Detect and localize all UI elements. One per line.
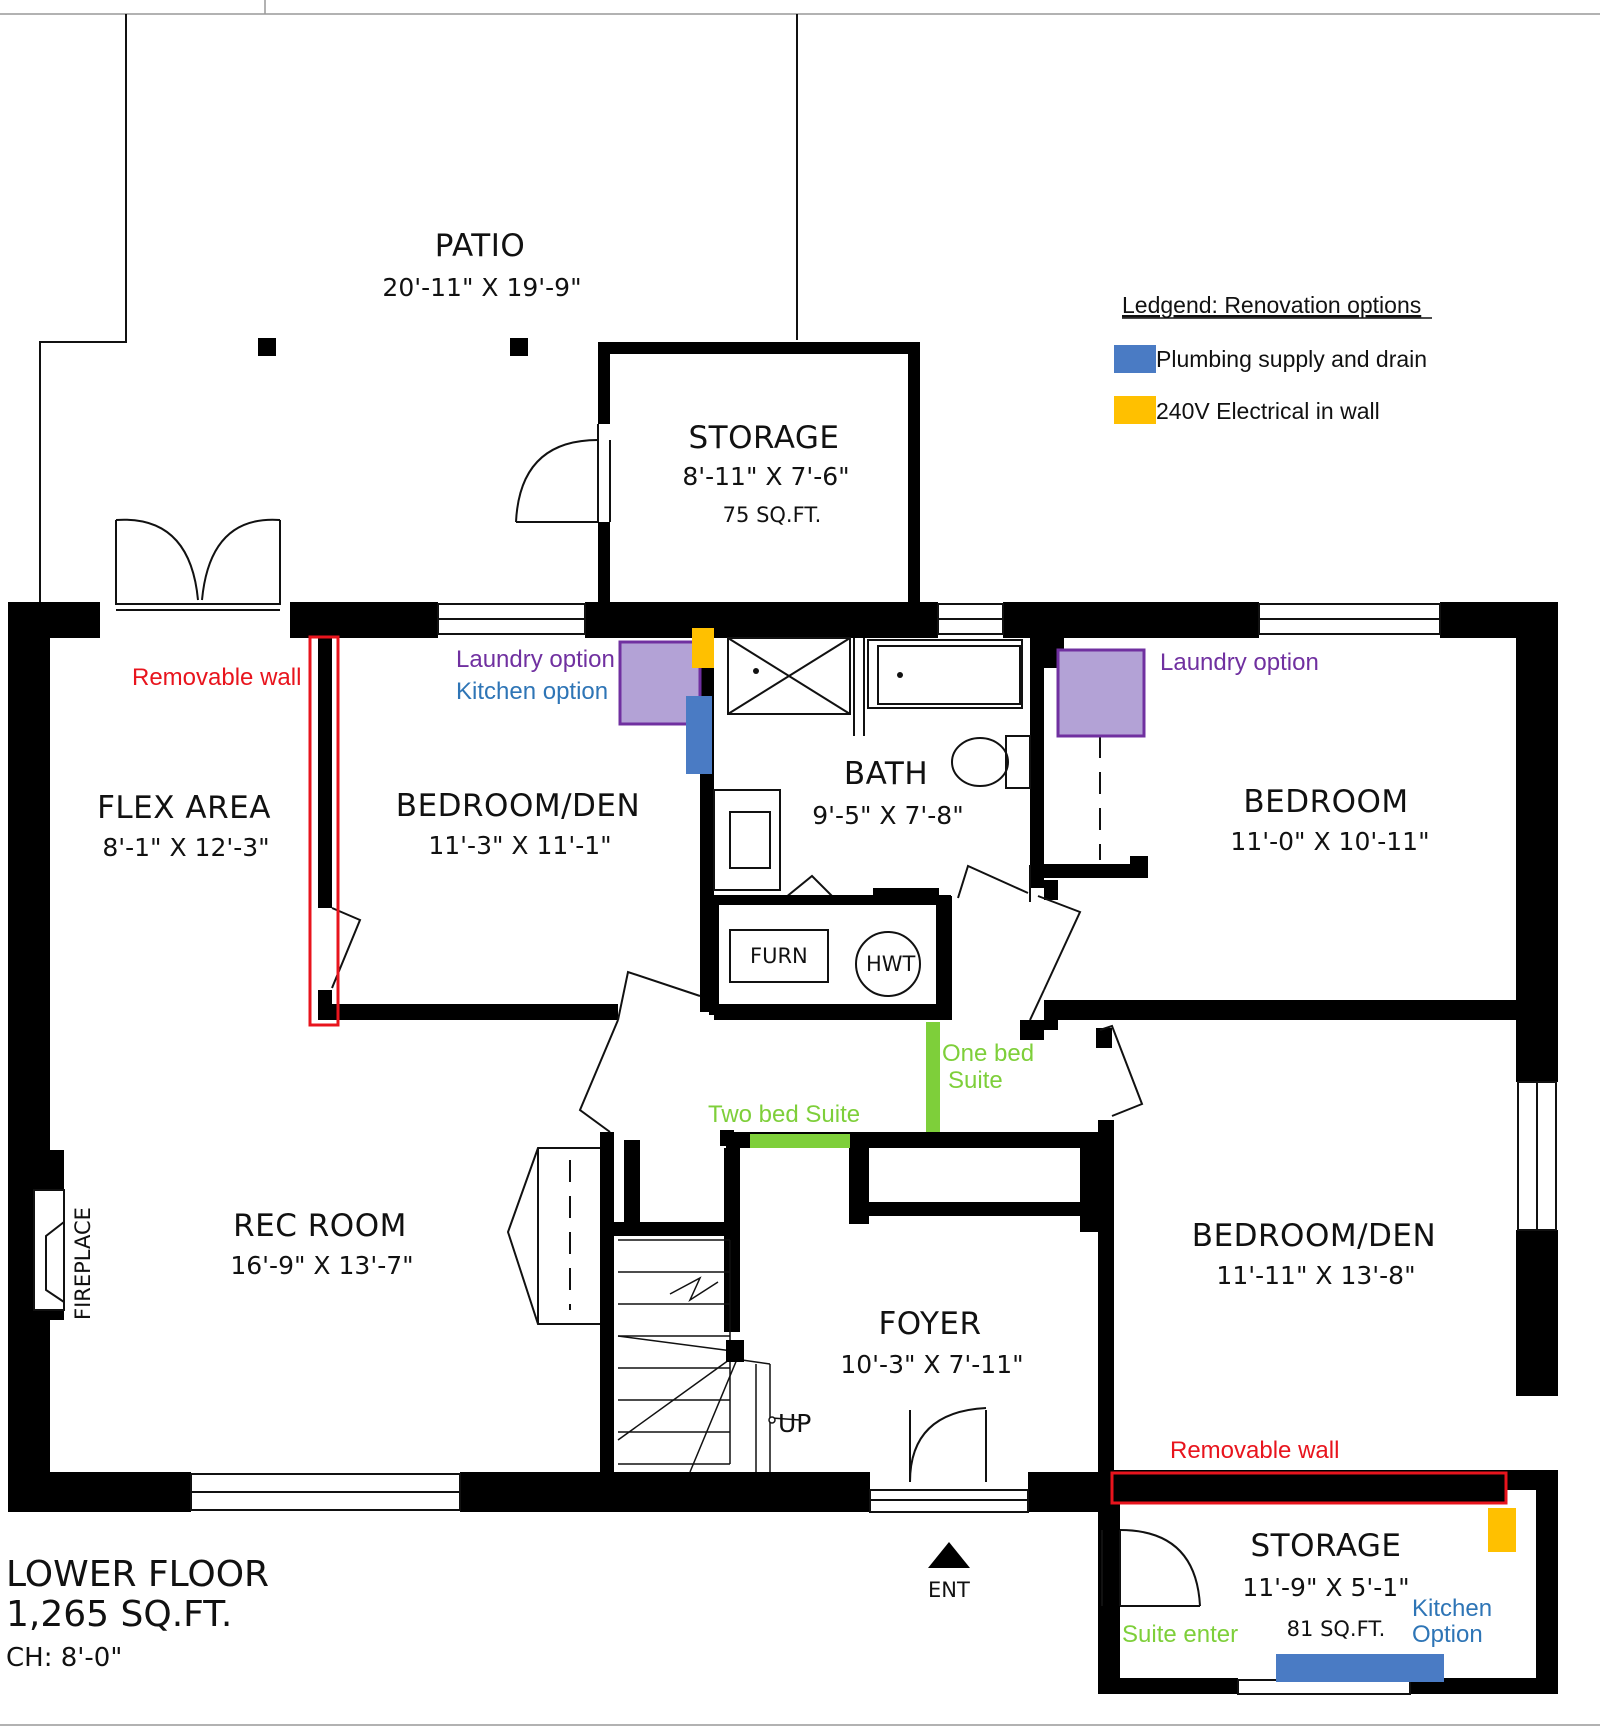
foyer-name: FOYER [878,1306,981,1342]
hwt-circle [855,931,921,997]
mech-room-walls [709,895,951,1015]
patio-outline [39,14,798,602]
fireplace [28,1150,65,1320]
patio-double-door [115,518,281,611]
bedroom-den-1-name: BEDROOM/DEN [396,788,640,824]
flex-name: FLEX AREA [97,790,271,826]
front-door [909,1407,987,1483]
removable-wall-note: Removable wall [132,664,301,691]
patio-name: PATIO [435,228,526,264]
bedroom-dims: 11'-0" X 10'-11" [1230,827,1429,856]
rec-dims: 16'-9" X 13'-7" [230,1251,413,1280]
plumbing-marker [686,696,712,774]
floor-label: LOWER FLOOR [6,1554,269,1595]
two-bed-suite-line [750,1134,850,1148]
legend-item-plumbing: Plumbing supply and drain [1156,346,1427,372]
storage-bottom-door [1101,1529,1201,1607]
faucet [897,672,903,678]
legend-swatch-plumbing [1114,345,1156,373]
electrical-marker [1488,1508,1516,1552]
bedroom-name: BEDROOM [1243,784,1408,820]
closet [506,1147,600,1325]
storage-top-dims: 8'-11" X 7'-6" [682,462,849,491]
storage-bottom-name: STORAGE [1250,1528,1401,1564]
fireplace-label: FIREPLACE [71,1207,95,1320]
two-bed-suite-note: Two bed Suite [708,1101,860,1128]
laundry-option-note: Laundry option [1160,649,1319,676]
floor-area: 1,265 SQ.FT. [6,1594,232,1635]
patio-post [510,338,528,356]
suite-enter-note: Suite enter [1122,1621,1238,1648]
legend-title: Ledgend: Renovation options [1122,292,1421,318]
furnace-label: FURN [750,944,808,968]
stairs-up-label: UP [778,1409,811,1438]
one-bed-suite-note: Suite [948,1067,1003,1094]
kitchen-option-note: Option [1412,1621,1483,1648]
kitchen-option-note: Kitchen [1412,1595,1492,1622]
legend-swatch-electrical [1114,396,1156,424]
patio-post [258,338,276,356]
storage-top-area: 75 SQ.FT. [723,503,822,527]
bedroom-den-2-dims: 11'-11" X 13'-8" [1216,1261,1415,1290]
plumbing-marker [1276,1654,1444,1682]
patio-dims: 20'-11" X 19'-9" [382,273,581,302]
storage-top-walls [598,342,920,604]
entry-arrow-icon [928,1542,970,1568]
rec-name: REC ROOM [233,1208,407,1244]
ceiling-height: CH: 8'-0" [6,1643,122,1673]
bedroom-den-1-dims: 11'-3" X 11'-1" [428,831,611,860]
hwt-label: HWT [866,952,916,976]
legend-item-electrical: 240V Electrical in wall [1156,398,1380,424]
one-bed-suite-line [926,1022,940,1132]
bedroom-den-2-name: BEDROOM/DEN [1192,1218,1436,1254]
bath-name: BATH [844,756,928,792]
laundry-option-box [1056,648,1146,738]
interior-doors [331,864,1144,1133]
kitchen-option-note: Kitchen option [456,678,608,705]
faucet [753,668,759,674]
storage-top-door [515,424,611,523]
exterior-walls [8,602,1558,1694]
removable-wall-box [1110,1471,1508,1505]
entry-label: ENT [928,1578,970,1602]
storage-bottom-area: 81 SQ.FT. [1287,1617,1386,1641]
furnace-box [729,929,829,983]
removable-wall-note: Removable wall [1170,1437,1339,1464]
windows [190,603,1557,1695]
electrical-marker [692,628,714,668]
foyer-dims: 10'-3" X 7'-11" [840,1350,1023,1379]
legend: Ledgend: Renovation options Plumbing sup… [1114,292,1432,424]
stair-post [726,1340,744,1362]
storage-bottom-dims: 11'-9" X 5'-1" [1242,1573,1409,1602]
bath-fixtures [713,637,1031,903]
storage-top-name: STORAGE [688,420,839,456]
removable-wall-box [308,635,340,1027]
one-bed-suite-note: One bed [942,1040,1034,1067]
stairs [617,1239,801,1473]
laundry-option-note: Laundry option [456,646,615,673]
bath-dims: 9'-5" X 7'-8" [812,801,963,830]
flex-dims: 8'-1" X 12'-3" [102,833,269,862]
